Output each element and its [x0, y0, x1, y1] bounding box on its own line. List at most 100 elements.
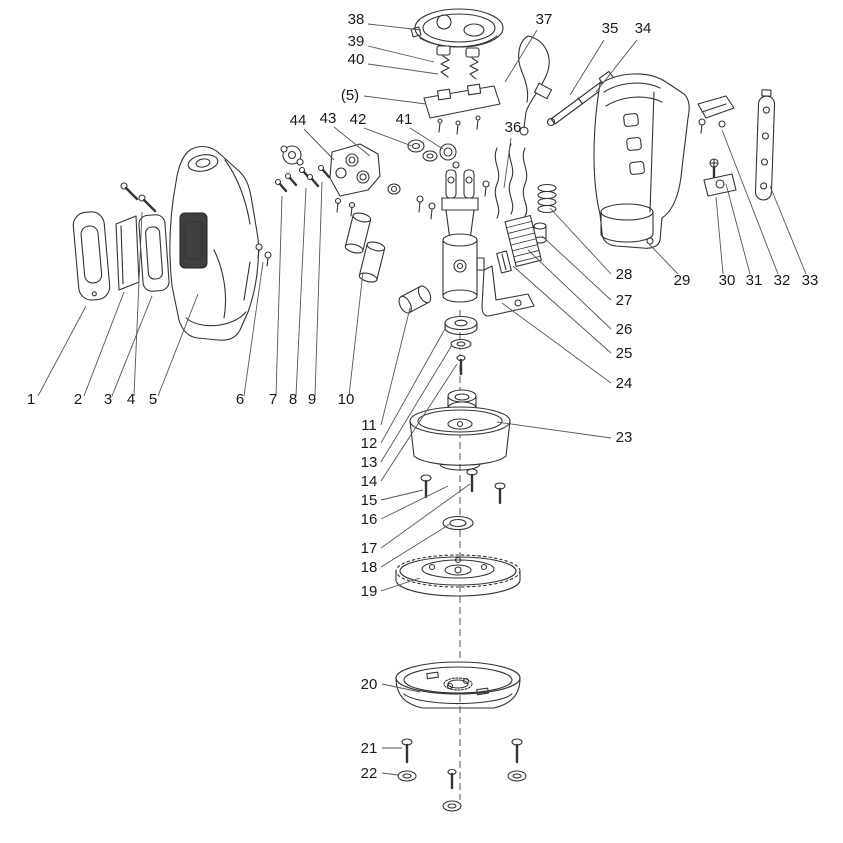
part-label-18: 18: [361, 559, 378, 576]
leader-9: [314, 181, 323, 397]
leader-30: [715, 196, 724, 275]
part-38-top-cover: [410, 8, 504, 48]
part-label-34: 34: [635, 20, 652, 37]
part-label-38: 38: [348, 11, 365, 28]
part-label-39: 39: [348, 33, 365, 50]
part-label-41: 41: [396, 111, 413, 128]
leader-39: [367, 45, 435, 63]
leader-28: [549, 207, 612, 275]
leader-10: [348, 271, 364, 397]
part-label-23: 23: [616, 429, 633, 446]
part-3-gasket-frame: [138, 214, 170, 292]
part-20-base: [395, 661, 521, 709]
leader-13: [380, 344, 453, 463]
leader-16: [380, 485, 449, 520]
part-13-washer: [450, 338, 472, 350]
part-41-nut: [439, 143, 460, 169]
leader-25: [512, 265, 612, 354]
part-label-42: 42: [350, 111, 367, 128]
part-23-drum: [409, 406, 511, 471]
part-25-plate: [496, 250, 512, 274]
part-18-washer: [442, 515, 474, 531]
part-8-pins: [298, 166, 320, 188]
part-44-flange: [280, 145, 304, 166]
leader-6: [243, 261, 264, 397]
part-15-screw: [420, 474, 432, 499]
part-43-manifold: [329, 143, 436, 220]
part-10-batteries: [344, 212, 386, 283]
leader-1: [37, 305, 87, 397]
leader-14: [380, 363, 458, 482]
part-label-5: 5: [149, 391, 157, 408]
leader-7: [275, 195, 283, 397]
leader-3: [111, 295, 153, 397]
part-label-8: 8: [289, 391, 297, 408]
part-labels: 1 2 3 4 5 6 7 8 9 10 11 12 13 14 15 16 1…: [27, 11, 819, 782]
part-33-strip: [754, 89, 776, 201]
part-label-29: 29: [674, 272, 691, 289]
part-1-front-bezel: [72, 211, 111, 301]
leader-24: [501, 302, 612, 384]
leader-31: [725, 183, 751, 275]
part-label-30: 30: [719, 272, 736, 289]
part-32-plate: [697, 95, 735, 134]
part-label-25: 25: [616, 345, 633, 362]
leader-12: [380, 326, 447, 444]
part-16-screw: [466, 468, 478, 493]
leader-11: [380, 307, 411, 426]
part-label-1: 1: [27, 391, 35, 408]
part-label-26: 26: [616, 321, 633, 338]
part-label-28: 28: [616, 266, 633, 283]
leader-19: [380, 577, 421, 592]
part-label-20: 20: [361, 676, 378, 693]
leader-8: [295, 187, 307, 397]
part-37-strap: [518, 35, 553, 136]
part-label-40: 40: [348, 51, 365, 68]
leader-lines: [37, 23, 807, 776]
leader-2: [83, 291, 125, 397]
part-spindle-cylinder: [442, 233, 485, 303]
leader-35: [569, 39, 605, 96]
part-label-3: 3: [104, 391, 112, 408]
part-24-bracket: [481, 265, 535, 317]
part-label-4: 4: [127, 391, 135, 408]
leader-15: [380, 489, 424, 501]
part-label-19: 19: [361, 583, 378, 600]
leader-44: [303, 128, 335, 161]
leader-5: [157, 293, 199, 397]
part-7-pin: [274, 172, 298, 193]
part-22-washers: [397, 768, 527, 812]
part-label-6: 6: [236, 391, 244, 408]
part-21-screws: [401, 738, 523, 764]
leader-18: [380, 523, 451, 568]
part-label-36: 36: [505, 119, 522, 136]
part-label-17: 17: [361, 540, 378, 557]
leader-17: [380, 483, 471, 549]
leader-26: [527, 249, 612, 330]
part-29-right-housing: [593, 73, 690, 249]
part-5-left-housing: [169, 145, 260, 341]
part-12-pulley: [444, 315, 478, 336]
part-label-5b: (5): [341, 87, 359, 104]
part-5b-bracket-plate: [423, 83, 501, 135]
part-label-2: 2: [74, 391, 82, 408]
part-label-12: 12: [361, 435, 378, 452]
leader-41: [409, 127, 444, 150]
part-36-wavy-lines: [494, 143, 528, 219]
part-28-spring: [537, 183, 557, 214]
part-39-40-springs: [436, 45, 480, 80]
leader-40: [367, 63, 439, 75]
leader-27: [541, 235, 612, 301]
part-11-roller: [398, 285, 432, 314]
part-label-27: 27: [616, 292, 633, 309]
part-label-15: 15: [361, 492, 378, 509]
part-label-11: 11: [361, 417, 377, 434]
leader-29: [647, 242, 679, 275]
part-label-10: 10: [338, 391, 355, 408]
part-label-33: 33: [802, 272, 819, 289]
part-label-24: 24: [616, 375, 633, 392]
leader-36: [503, 137, 512, 189]
leader-20: [381, 683, 421, 693]
